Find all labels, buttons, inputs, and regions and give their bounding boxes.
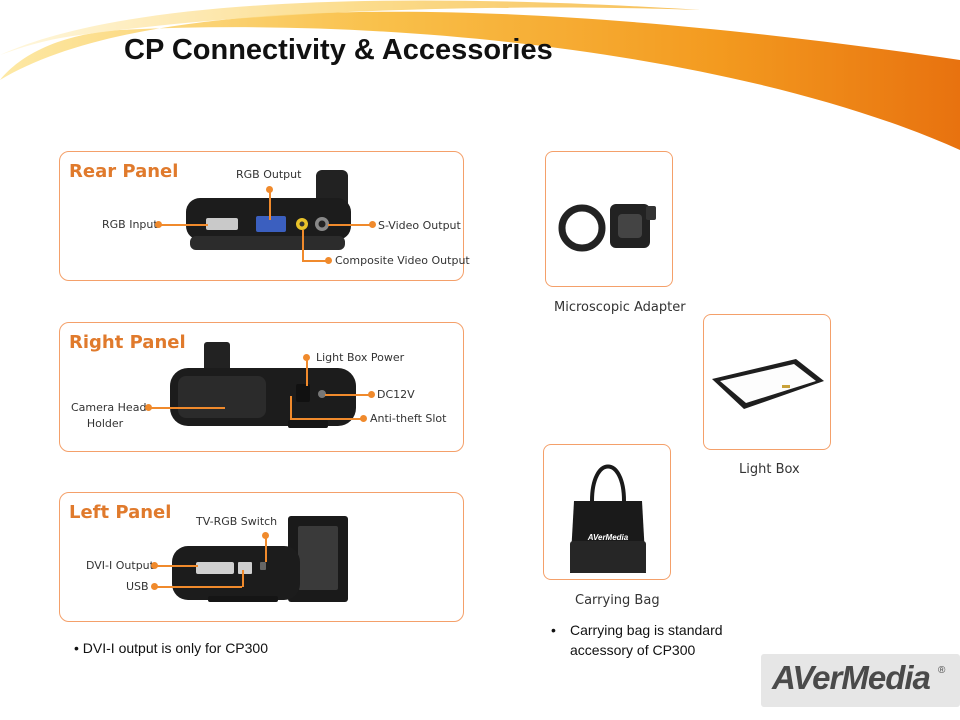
carrying-bag-box: AVerMedia — [543, 444, 671, 580]
callout-dot — [369, 221, 376, 228]
callout-anti-theft-slot: Anti-theft Slot — [370, 412, 447, 425]
callout-dot — [145, 404, 152, 411]
callout-line — [302, 260, 326, 262]
light-box-image — [712, 359, 824, 409]
carrying-bag-image: AVerMedia — [570, 464, 646, 573]
callout-camera-head-holder-line2: Holder — [86, 417, 124, 430]
callout-camera-head-holder-line1: Camera Head — [71, 401, 147, 414]
note-dvi-text: DVI-I output is only for CP300 — [82, 640, 268, 656]
note-bag-line1: Carrying bag is standard — [570, 622, 723, 638]
rear-panel-device-image — [186, 170, 351, 250]
note-carrying-bag: • Carrying bag is standard accessory of … — [551, 620, 791, 660]
callout-line — [265, 536, 267, 562]
bullet: • — [74, 640, 83, 656]
callout-dvi-i-output: DVI-I Output — [86, 559, 154, 572]
callout-dot — [151, 562, 158, 569]
callout-dot — [266, 186, 273, 193]
callout-dot — [368, 391, 375, 398]
callout-line — [306, 358, 308, 386]
callout-usb: USB — [126, 580, 149, 593]
rear-panel-title: Rear Panel — [69, 161, 179, 182]
bag-brand-text: AVerMedia — [587, 533, 629, 542]
callout-line — [156, 565, 198, 567]
left-panel-title: Left Panel — [69, 502, 172, 523]
callout-light-box-power: Light Box Power — [316, 351, 405, 364]
callout-line — [328, 224, 370, 226]
avermedia-logo-box — [761, 654, 960, 707]
callout-s-video-output: S-Video Output — [378, 219, 461, 232]
note-bag-line2: accessory of CP300 — [570, 642, 696, 658]
right-panel-title: Right Panel — [69, 332, 186, 353]
callout-camera-head-holder: Camera Head Holder — [71, 400, 147, 432]
light-box-accessory-box — [703, 314, 831, 450]
callout-line — [269, 190, 271, 220]
page-title: CP Connectivity & Accessories — [124, 34, 553, 66]
callout-line — [325, 394, 369, 396]
callout-line — [290, 396, 292, 419]
microscopic-adapter-image — [558, 204, 656, 252]
bullet: • — [551, 622, 556, 638]
callout-dot — [325, 257, 332, 264]
carrying-bag-label: Carrying Bag — [575, 593, 660, 608]
callout-line — [160, 224, 208, 226]
callout-tv-rgb-switch: TV-RGB Switch — [196, 515, 278, 528]
callout-dc12v: DC12V — [377, 388, 415, 401]
right-panel-device-image — [170, 342, 356, 428]
callout-dot — [262, 532, 269, 539]
callout-rgb-output: RGB Output — [236, 168, 302, 181]
avermedia-logo: AVerMedia — [772, 659, 931, 696]
callout-dot — [151, 583, 158, 590]
callout-rgb-input: RGB Input — [102, 218, 158, 231]
callout-dot — [360, 415, 367, 422]
callout-line — [156, 586, 242, 588]
registered-mark: ® — [938, 665, 946, 676]
callout-line — [290, 418, 361, 420]
callout-line — [302, 230, 304, 260]
callout-composite-video-output: Composite Video Output — [335, 254, 470, 267]
callout-dot — [303, 354, 310, 361]
note-dvi: • DVI-I output is only for CP300 — [74, 638, 268, 658]
microscopic-adapter-box — [545, 151, 673, 287]
microscopic-adapter-label: Microscopic Adapter — [554, 300, 686, 315]
callout-line — [150, 407, 225, 409]
light-box-label: Light Box — [739, 462, 800, 477]
callout-dot — [155, 221, 162, 228]
callout-line — [242, 570, 244, 587]
